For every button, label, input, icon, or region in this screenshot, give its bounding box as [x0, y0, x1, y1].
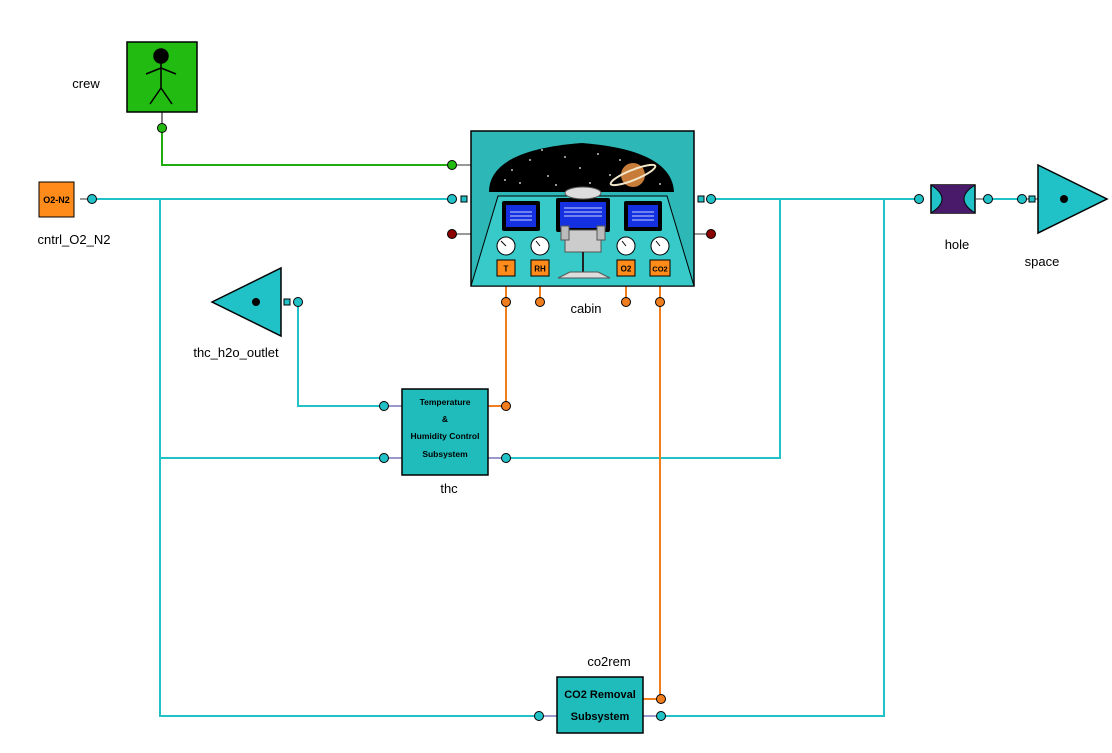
svg-text:Humidity Control: Humidity Control — [411, 431, 480, 441]
gauge-icons — [496, 236, 670, 256]
cabin-fluid-out-port[interactable] — [706, 194, 716, 204]
svg-text:T: T — [504, 265, 509, 274]
sensor-T[interactable] — [496, 259, 516, 277]
o2n2-port[interactable] — [87, 194, 97, 204]
pilot-seat-icon — [557, 186, 611, 279]
conn-left-bus[interactable] — [159, 199, 539, 717]
svg-text:Temperature: Temperature — [420, 397, 471, 407]
cabin-port-right-dark[interactable] — [706, 229, 716, 239]
conn-crew-cabin[interactable] — [161, 128, 452, 166]
sensor-RH[interactable] — [530, 259, 550, 277]
co2rem-signal-port[interactable] — [656, 694, 666, 704]
conn-CO2-co2rem[interactable] — [643, 302, 661, 700]
stick-figure-icon — [145, 48, 177, 105]
space-port[interactable] — [1017, 194, 1027, 204]
signal-connections — [488, 276, 661, 700]
conn-co2-out-cabin[interactable] — [661, 199, 885, 717]
co2rem-block[interactable]: CO2 Removal Subsystem — [534, 676, 666, 734]
cabin-ports — [447, 160, 716, 307]
thc-label: thc — [440, 481, 458, 496]
h2o-outlet-port[interactable] — [293, 297, 303, 307]
conn-thc-out-cabin[interactable] — [506, 199, 781, 459]
o2n2-source-block[interactable]: O2-N2 — [38, 181, 97, 218]
svg-text:&: & — [442, 414, 448, 424]
hole-block[interactable] — [914, 184, 993, 214]
cabin-fluid-in-port[interactable] — [447, 194, 457, 204]
conn-h2o-thc[interactable] — [297, 302, 384, 407]
cabin-port-left-dark[interactable] — [447, 229, 457, 239]
svg-text:Subsystem: Subsystem — [422, 449, 468, 459]
svg-text:RH: RH — [534, 265, 546, 274]
co2rem-label: co2rem — [587, 654, 630, 669]
orifice-icon — [931, 185, 975, 213]
sensor-CO2[interactable] — [649, 259, 671, 277]
sensor-boxes: T RH O2 CO2 — [496, 259, 671, 277]
cabin-RH-port[interactable] — [535, 297, 545, 307]
space-block[interactable] — [1017, 163, 1109, 235]
co2rem-fluid-out-port[interactable] — [656, 711, 666, 721]
crew-port[interactable] — [157, 123, 167, 133]
cabin-T-port[interactable] — [501, 297, 511, 307]
svg-text:CO2: CO2 — [652, 265, 667, 274]
co2rem-fluid-in-port[interactable] — [534, 711, 544, 721]
fluid-connections — [92, 198, 1022, 717]
hole-in-port[interactable] — [914, 194, 924, 204]
svg-text:CO2 Removal: CO2 Removal — [564, 689, 636, 701]
hole-label: hole — [945, 237, 970, 252]
cabin-O2-port[interactable] — [621, 297, 631, 307]
thc-fluid-in-port[interactable] — [379, 453, 389, 463]
monitor-icons — [502, 198, 662, 232]
h2o-outlet-label: thc_h2o_outlet — [193, 345, 279, 360]
thc-block[interactable]: Temperature & Humidity Control Subsystem — [379, 388, 511, 476]
crew-block[interactable] — [126, 41, 198, 133]
crew-label: crew — [72, 76, 100, 91]
planet-icon — [609, 163, 657, 187]
cabin-CO2-port[interactable] — [655, 297, 665, 307]
sensor-O2[interactable] — [616, 259, 636, 277]
h2o-outlet-block[interactable] — [210, 266, 303, 338]
cabin-block[interactable]: T RH O2 CO2 — [470, 130, 695, 287]
cabin-label: cabin — [570, 301, 601, 316]
o2n2-label: cntrl_O2_N2 — [38, 232, 111, 247]
conn-T-thc[interactable] — [488, 302, 507, 407]
thc-water-port[interactable] — [379, 401, 389, 411]
svg-text:O2: O2 — [621, 265, 632, 274]
o2n2-badge: O2-N2 — [43, 195, 70, 205]
thc-signal-port[interactable] — [501, 401, 511, 411]
hole-out-port[interactable] — [983, 194, 993, 204]
cabin-heat-port[interactable] — [447, 160, 457, 170]
svg-text:Subsystem: Subsystem — [571, 711, 630, 723]
space-label: space — [1025, 254, 1060, 269]
thc-fluid-out-port[interactable] — [501, 453, 511, 463]
